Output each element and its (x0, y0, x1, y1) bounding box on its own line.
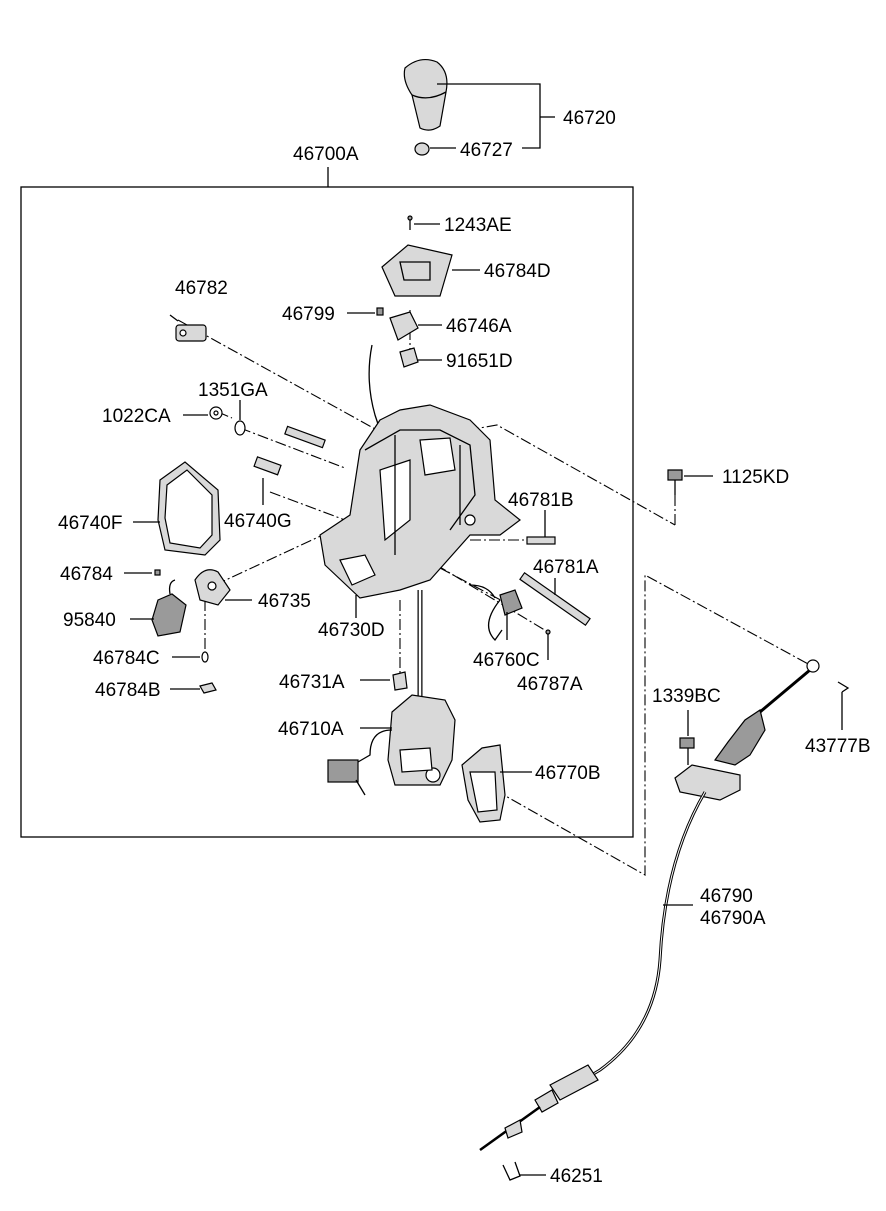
label-1243AE: 1243AE (444, 215, 512, 236)
label-46770B: 46770B (535, 763, 601, 784)
bolt-1339BC (679, 737, 695, 749)
label-46781A: 46781A (533, 557, 599, 578)
cable-end-assembly (713, 659, 820, 766)
label-46727: 46727 (460, 140, 513, 161)
block-46784B (199, 682, 217, 694)
solenoid-95840 (151, 579, 187, 637)
label-46782: 46782 (175, 278, 228, 299)
clip-46784 (154, 569, 161, 576)
washer-1022CA (209, 406, 223, 420)
label-46735: 46735 (258, 591, 311, 612)
label-46760C: 46760C (473, 650, 540, 671)
small-screw (407, 215, 413, 230)
label-1125KD: 1125KD (722, 467, 789, 488)
bracket-46782 (169, 314, 207, 342)
label-95840: 95840 (63, 610, 116, 631)
unit-46735 (194, 569, 231, 606)
label-46787A: 46787A (517, 674, 583, 695)
label-46781B: 46781B (508, 490, 574, 511)
label-46731A: 46731A (279, 672, 345, 693)
connector (327, 759, 366, 796)
label-46730D: 46730D (318, 620, 385, 641)
label-46790A: 46790A (700, 908, 766, 929)
screw-46787A (545, 629, 551, 645)
shift-cable (479, 791, 707, 1152)
pin-46781A (519, 571, 591, 627)
label-46251: 46251 (550, 1166, 603, 1187)
clip-46251 (502, 1161, 521, 1181)
label-46784B: 46784B (95, 680, 161, 701)
sensor-46760C (469, 584, 523, 642)
label-46790: 46790 (700, 886, 753, 907)
cover-46770B (461, 744, 506, 823)
cable-bracket (674, 745, 741, 801)
part-number-labels: 46720 46727 46700A 1243AE 46784D 46782 4… (58, 108, 871, 1187)
shift-knob (403, 58, 448, 156)
label-46710A: 46710A (278, 719, 344, 740)
indicator-plate (381, 244, 453, 297)
spring-46799 (376, 307, 384, 316)
clip-43777B (837, 681, 850, 693)
ring-1351GA (234, 420, 246, 436)
label-1351GA: 1351GA (198, 380, 268, 401)
slider-46746A (389, 311, 419, 341)
label-1022CA: 1022CA (102, 406, 171, 427)
shifter-housing (319, 404, 521, 599)
label-46740F: 46740F (58, 513, 122, 534)
bolt-1125KD (667, 469, 683, 495)
label-46740G: 46740G (224, 511, 292, 532)
stopper-46731A (392, 671, 408, 691)
pin-46781B (526, 536, 556, 545)
lever-base-46710A (357, 694, 456, 786)
label-46784C: 46784C (93, 648, 160, 669)
label-1339BC: 1339BC (652, 686, 721, 707)
assembly-frame (20, 186, 634, 838)
label-43777B: 43777B (805, 736, 871, 757)
label-46746A: 46746A (446, 316, 512, 337)
label-46784: 46784 (60, 564, 113, 585)
label-46720: 46720 (563, 108, 616, 129)
label-46700A: 46700A (293, 144, 359, 165)
cover-46740F (157, 461, 221, 556)
pin-assembly (253, 425, 326, 476)
switch-91651D (368, 344, 419, 431)
pin-46784C (201, 651, 209, 663)
label-91651D: 91651D (446, 351, 513, 372)
label-46799: 46799 (282, 304, 335, 325)
label-46784D: 46784D (484, 261, 551, 282)
